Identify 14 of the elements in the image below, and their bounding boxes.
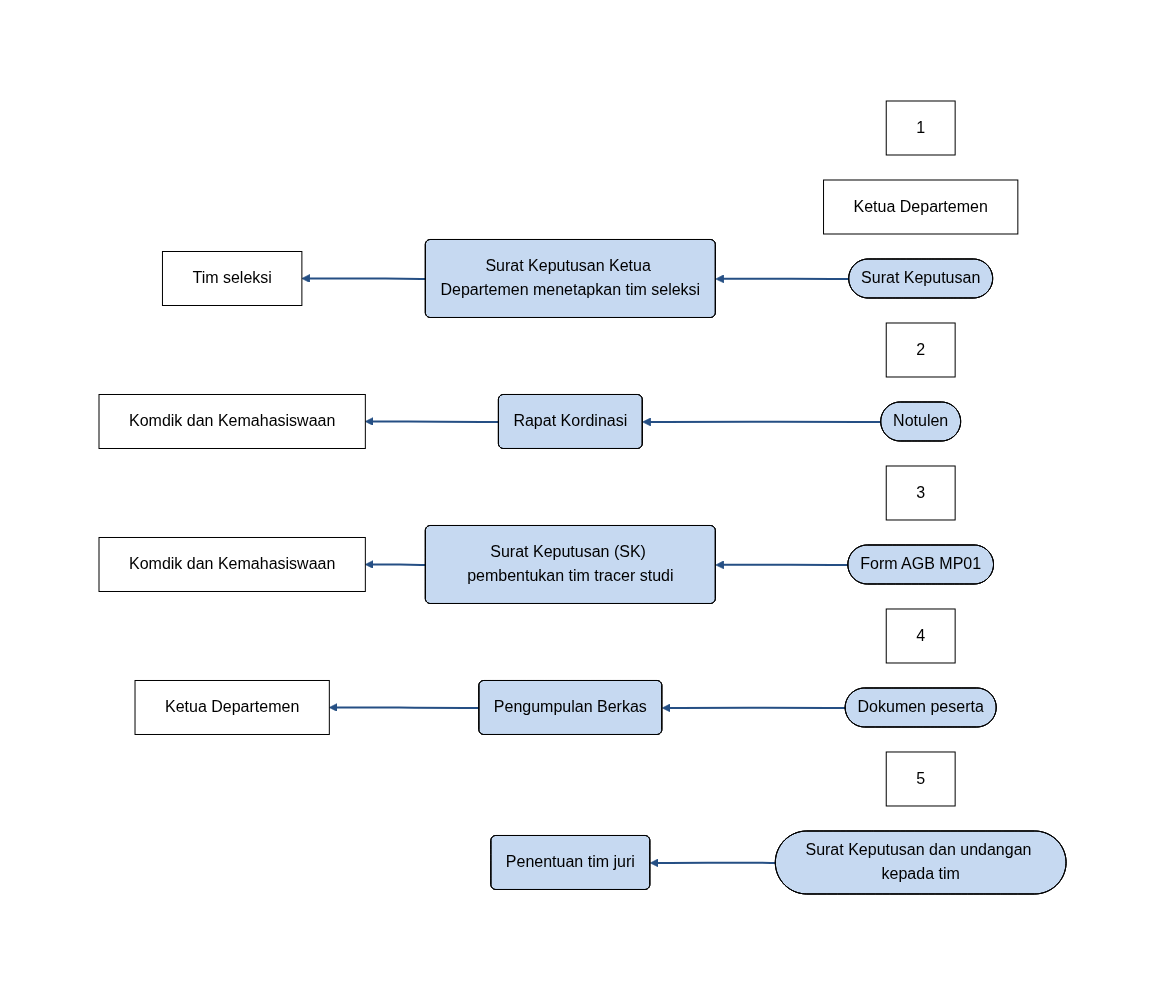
node-box: 3 bbox=[886, 465, 957, 521]
node-box: 4 bbox=[886, 608, 957, 664]
arrow bbox=[329, 703, 481, 712]
arrow bbox=[642, 417, 883, 427]
arrow bbox=[715, 274, 851, 284]
node-box: 2 bbox=[886, 322, 957, 378]
node-box: Komdik dan Kemahasiswaan bbox=[98, 394, 367, 449]
node-box: Ketua Departemen bbox=[135, 680, 331, 735]
node-box: Ketua Departemen bbox=[823, 179, 1019, 235]
node-box: Komdik dan Kemahasiswaan bbox=[98, 537, 367, 592]
arrow bbox=[715, 560, 850, 570]
node-box: Tim seleksi bbox=[162, 251, 303, 306]
node-box: 5 bbox=[886, 751, 957, 807]
node-box: 1 bbox=[886, 100, 957, 156]
